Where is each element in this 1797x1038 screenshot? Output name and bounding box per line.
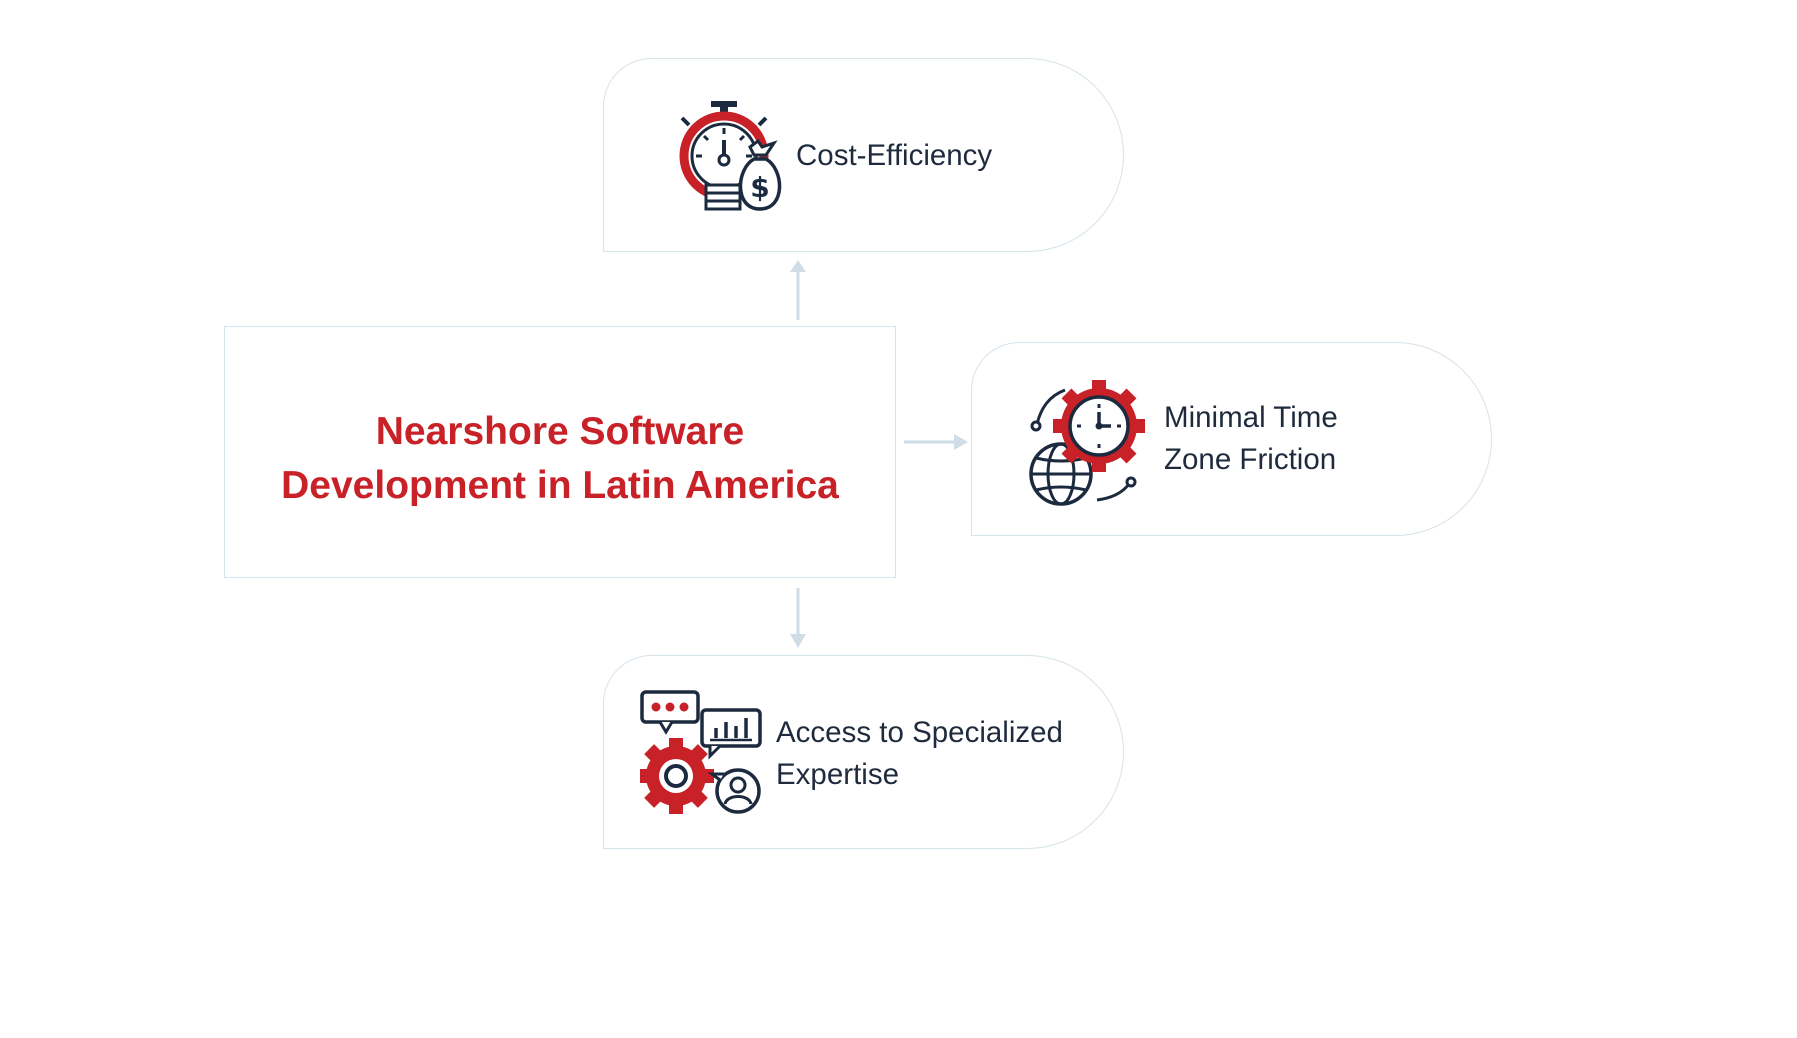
stopwatch-money-bag-icon: $ [679, 101, 782, 211]
central-topic-box: Nearshore Software Development in Latin … [224, 326, 896, 578]
gear-chat-expert-icon [640, 690, 762, 814]
benefit-label-cost-efficiency: Cost-Efficiency [796, 139, 993, 172]
connector-down-arrow [790, 588, 806, 648]
benefit-label-time-zone: Minimal Time Zone Friction [1164, 401, 1338, 476]
connector-right-arrow [904, 434, 968, 450]
central-topic-title: Nearshore Software Development in Latin … [281, 410, 839, 507]
benefit-card-cost-efficiency: $ Cost-Efficiency [603, 58, 1124, 252]
benefit-card-time-zone: Minimal Time Zone Friction [971, 342, 1492, 536]
svg-text:$: $ [750, 171, 769, 204]
benefit-label-expertise: Access to Specialized Expertise [776, 716, 1063, 791]
benefit-card-expertise: Access to Specialized Expertise [603, 655, 1124, 849]
connector-up-arrow [790, 260, 806, 320]
globe-clock-gear-icon [1029, 380, 1145, 506]
